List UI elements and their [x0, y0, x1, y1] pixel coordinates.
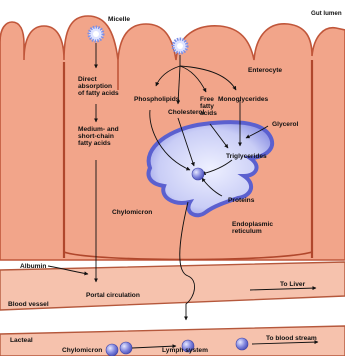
- label-proteins: Proteins: [228, 197, 255, 204]
- label-micelle: Micelle: [108, 16, 130, 23]
- micelle-icon-2: [173, 39, 187, 53]
- label-albumin: Albumin: [20, 263, 46, 270]
- label-free-fatty-acids: Free fatty acids: [200, 96, 217, 117]
- label-chylomicron: Chylomicron: [112, 209, 152, 216]
- label-blood-vessel: Blood vessel: [8, 301, 49, 308]
- label-enterocyte: Enterocyte: [248, 67, 282, 74]
- chylomicron-icon: [192, 168, 204, 180]
- chylomicron-lacteal-icon-1: [106, 344, 118, 356]
- label-to-blood-stream: To blood stream: [266, 335, 317, 342]
- label-lymph-system: Lymph system: [162, 347, 208, 354]
- micelle-icon: [89, 27, 103, 41]
- label-glycerol: Glycerol: [272, 121, 299, 128]
- label-portal-circulation: Portal circulation: [86, 292, 140, 299]
- label-triglycerides: Triglycerides: [226, 153, 267, 160]
- chylomicron-lacteal-icon-4: [236, 338, 248, 350]
- chylomicron-lacteal-icon-2: [120, 342, 132, 354]
- label-lacteal: Lacteal: [10, 337, 33, 344]
- label-phospholipids: Phospholipids: [134, 96, 180, 103]
- label-chylomicron-lacteal: Chylomicron: [62, 347, 102, 354]
- label-monoglycerides: Monoglycerides: [218, 96, 269, 103]
- label-gut-lumen: Gut lumen: [311, 10, 342, 17]
- label-to-liver: To Liver: [280, 281, 306, 288]
- label-cholesterol: Cholesterol: [168, 109, 204, 116]
